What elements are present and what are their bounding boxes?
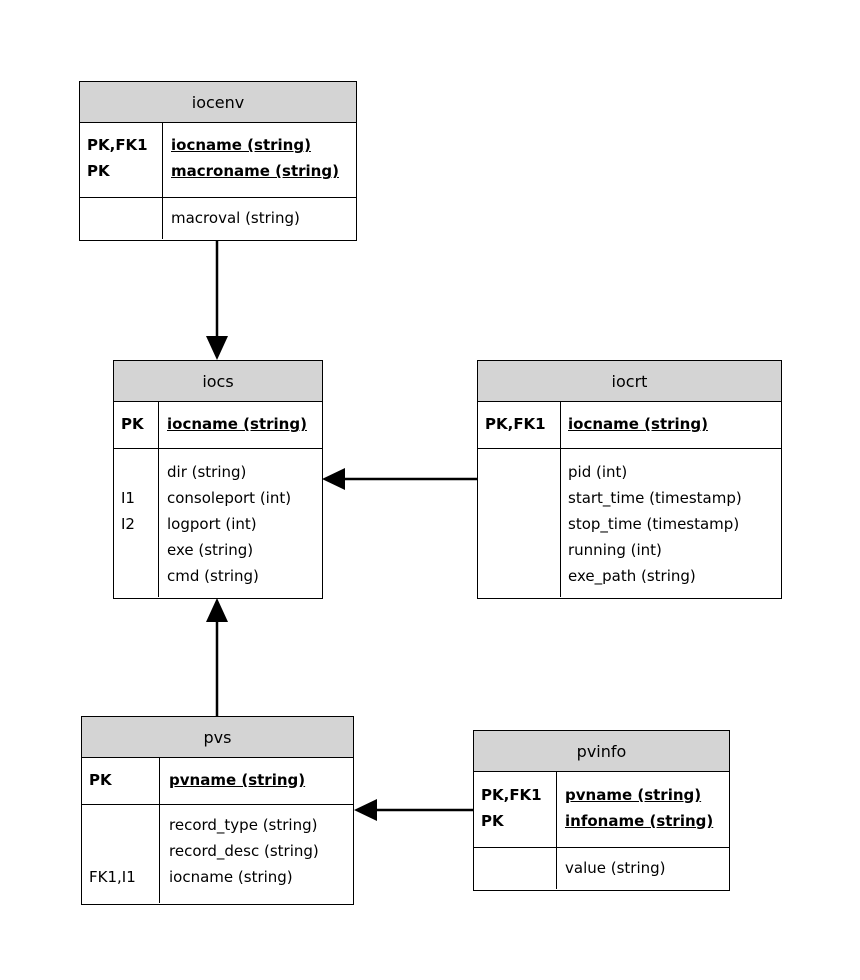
entity-pvinfo: pvinfo PK,FK1 PK pvname (string) infonam… — [473, 730, 730, 891]
index-markers: I1 I2 — [121, 489, 135, 533]
attribute-fields: macroval (string) — [171, 209, 300, 227]
entity-title: pvs — [82, 717, 353, 758]
entity-title: iocenv — [80, 82, 356, 123]
primary-key-section: PK pvname (string) — [82, 758, 353, 805]
key-markers: PK — [89, 771, 112, 789]
entity-title: pvinfo — [474, 731, 729, 772]
attribute-section: FK1,I1 record_type (string) record_desc … — [82, 805, 353, 903]
key-markers: PK,FK1 PK — [87, 136, 148, 180]
primary-key-fields: iocname (string) macroname (string) — [171, 136, 339, 180]
key-markers: PK,FK1 — [485, 415, 546, 433]
connector-pvinfo-to-pvs — [354, 799, 473, 821]
attribute-fields: pid (int) start_time (timestamp) stop_ti… — [568, 463, 742, 585]
entity-pvs: pvs PK pvname (string) FK1,I1 record_typ… — [81, 716, 354, 905]
primary-key-fields: pvname (string) — [169, 771, 306, 789]
attribute-section: I1 I2 dir (string) consoleport (int) log… — [114, 449, 322, 597]
entity-iocenv: iocenv PK,FK1 PK iocname (string) macron… — [79, 81, 357, 241]
attribute-fields: record_type (string) record_desc (string… — [169, 816, 319, 886]
primary-key-fields: pvname (string) infoname (string) — [565, 786, 714, 830]
primary-key-fields: iocname (string) — [167, 415, 307, 433]
primary-key-section: PK,FK1 PK iocname (string) macroname (st… — [80, 123, 356, 198]
entity-iocrt: iocrt PK,FK1 iocname (string) pid (int) … — [477, 360, 782, 599]
primary-key-section: PK iocname (string) — [114, 402, 322, 449]
primary-key-fields: iocname (string) — [568, 415, 708, 433]
connector-iocenv-to-iocs — [206, 240, 228, 360]
key-markers: PK — [121, 415, 144, 433]
entity-title: iocs — [114, 361, 322, 402]
key-markers: PK,FK1 PK — [481, 786, 542, 830]
attribute-section: pid (int) start_time (timestamp) stop_ti… — [478, 449, 781, 597]
connector-pvs-to-iocs — [206, 598, 228, 716]
entity-title: iocrt — [478, 361, 781, 402]
primary-key-section: PK,FK1 PK pvname (string) infoname (stri… — [474, 772, 729, 848]
entity-iocs: iocs PK iocname (string) I1 I2 dir (stri… — [113, 360, 323, 599]
attribute-fields: value (string) — [565, 859, 666, 877]
attribute-section: value (string) — [474, 848, 729, 889]
connector-iocrt-to-iocs — [322, 468, 477, 490]
attribute-fields: dir (string) consoleport (int) logport (… — [167, 463, 292, 585]
primary-key-section: PK,FK1 iocname (string) — [478, 402, 781, 449]
attribute-section: macroval (string) — [80, 198, 356, 239]
key-markers: FK1,I1 — [89, 868, 136, 886]
